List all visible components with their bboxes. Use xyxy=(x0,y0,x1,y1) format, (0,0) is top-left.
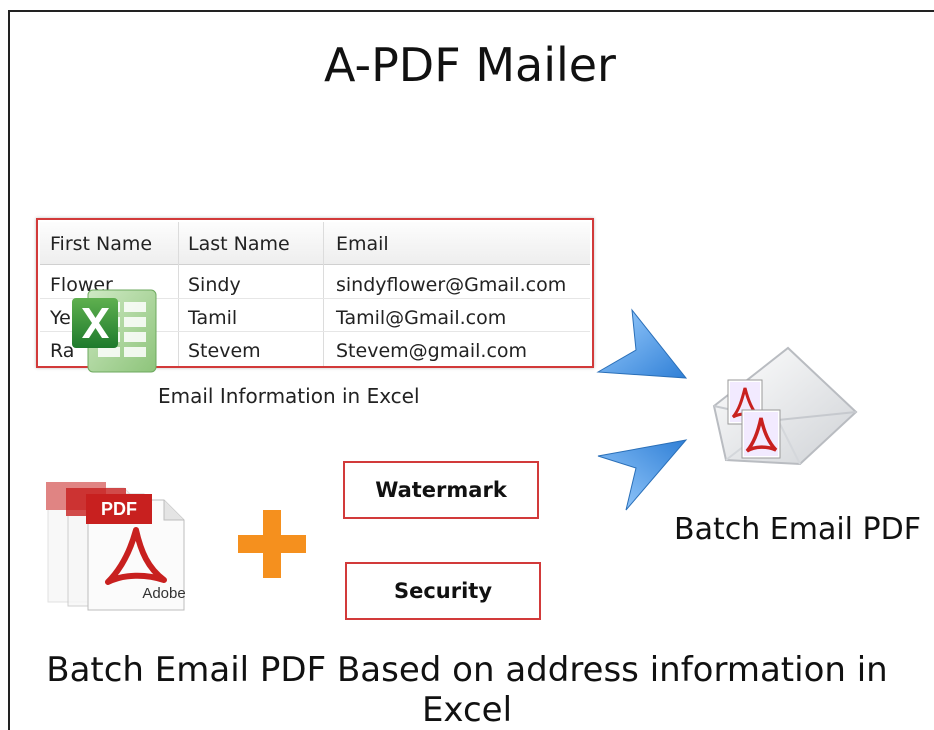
excel-icon xyxy=(70,284,162,382)
page-title: A-PDF Mailer xyxy=(324,38,616,92)
adobe-label: Adobe xyxy=(142,585,185,602)
output-label: Batch Email PDF xyxy=(674,512,921,547)
pdf-documents-icon: PDF Adobe xyxy=(44,480,194,616)
pdf-label: PDF xyxy=(101,499,137,519)
column-header-last-name: Last Name xyxy=(188,233,290,255)
column-header-first-name: First Name xyxy=(50,233,153,255)
email-envelope-icon xyxy=(706,336,862,480)
table-cell-first-name: Ye xyxy=(50,307,71,329)
column-header-email: Email xyxy=(336,233,389,255)
arrow-right-up-icon xyxy=(596,438,688,518)
table-cell-first-name: Ra xyxy=(50,340,75,362)
security-box: Security xyxy=(345,562,541,620)
table-cell-last-name: Stevem xyxy=(188,340,261,362)
table-cell-email: Stevem@gmail.com xyxy=(336,340,528,362)
row-divider xyxy=(40,298,590,299)
arrow-right-down-icon xyxy=(596,306,688,386)
column-divider xyxy=(178,222,179,366)
watermark-box: Watermark xyxy=(343,461,539,519)
excel-caption: Email Information in Excel xyxy=(158,384,420,408)
plus-icon xyxy=(236,508,308,584)
table-header xyxy=(40,222,590,265)
row-divider xyxy=(40,331,590,332)
table-cell-email: Tamil@Gmail.com xyxy=(336,307,507,329)
column-divider xyxy=(323,222,324,366)
footer-caption: Batch Email PDF Based on address informa… xyxy=(46,650,888,730)
table-cell-last-name: Tamil xyxy=(188,307,238,329)
table-cell-email: sindyflower@Gmail.com xyxy=(336,274,567,296)
table-cell-last-name: Sindy xyxy=(188,274,241,296)
slide-frame xyxy=(8,10,934,730)
